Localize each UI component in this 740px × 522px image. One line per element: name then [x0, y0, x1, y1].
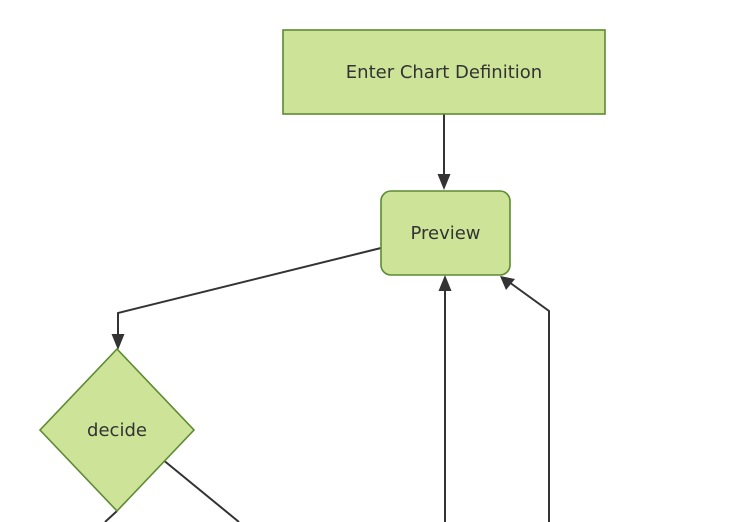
node-shape-rounded-rectangle[interactable]: [380, 190, 511, 276]
node-preview[interactable]: Preview: [380, 190, 511, 276]
arrow-head-icon: [111, 334, 125, 350]
edge-line: [161, 458, 240, 522]
edge-incoming-preview-bottom-center: [438, 275, 452, 522]
edge-decide-bottom-out: [104, 510, 118, 522]
arrow-head-icon: [500, 276, 515, 290]
edge-decide-right-out: [161, 458, 240, 522]
edge-preview-to-decide: [111, 247, 382, 350]
node-decide[interactable]: decide: [38, 347, 196, 513]
node-shape-diamond[interactable]: [38, 347, 196, 513]
edge-line: [104, 510, 118, 522]
node-shape-rectangle[interactable]: [282, 29, 606, 115]
edge-line: [117, 247, 382, 341]
edge-line: [508, 281, 550, 522]
edge-enter-to-preview: [437, 114, 451, 190]
arrow-head-icon: [437, 174, 451, 190]
node-enter-chart-definition[interactable]: Enter Chart Definition: [282, 29, 606, 115]
edge-incoming-preview-bottom-right: [500, 276, 550, 522]
arrow-head-icon: [438, 275, 452, 291]
